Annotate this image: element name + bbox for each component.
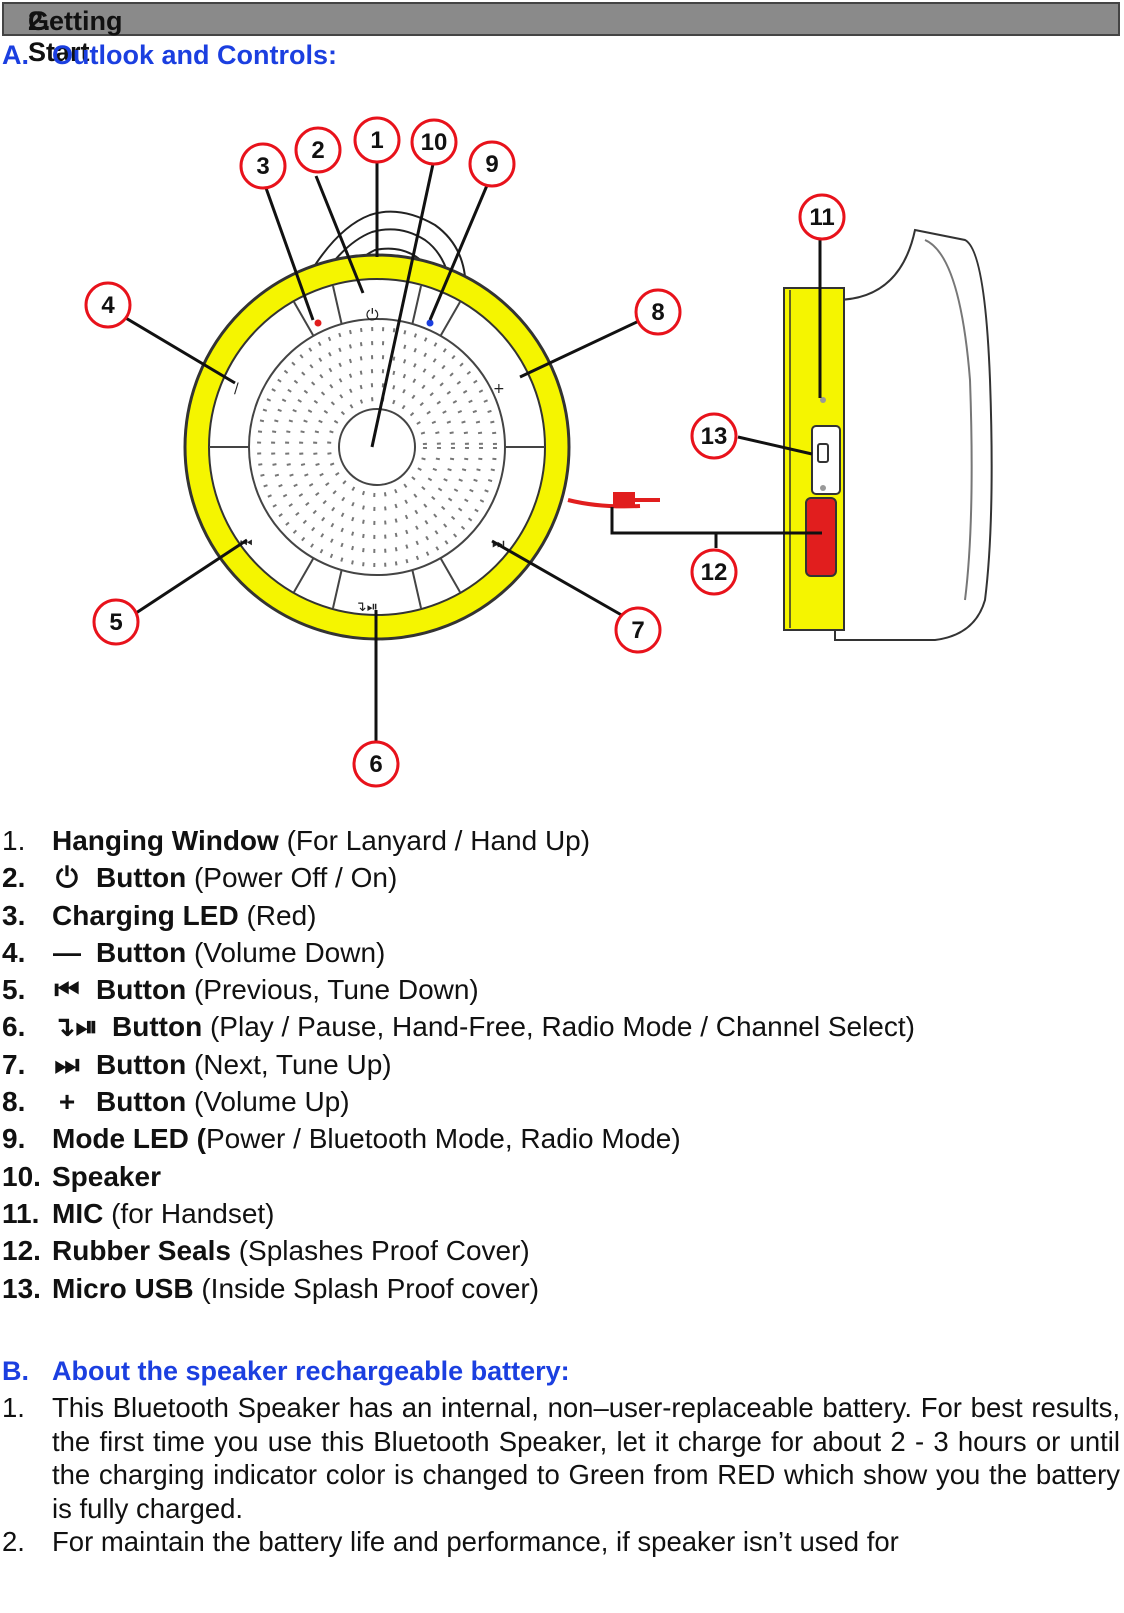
- plus-icon: +: [58, 1086, 76, 1118]
- callout-13: 13: [701, 423, 728, 450]
- battery-notes: 1.This Bluetooth Speaker has an internal…: [2, 1391, 1120, 1559]
- list-item: 2.For maintain the battery life and perf…: [2, 1526, 899, 1557]
- next-icon: ⏭: [54, 1048, 80, 1080]
- mode-led-dot: [426, 319, 434, 327]
- feature-list: 1.Hanging Window (For Lanyard / Hand Up)…: [2, 822, 1102, 1307]
- charging-led-dot: [314, 319, 322, 327]
- rubber-seal-strap: [567, 492, 660, 509]
- callout-numbers: 1 2 3 10 9 4 8 5 7 6 11 13 12: [101, 127, 834, 778]
- callout-circles: [84, 116, 846, 788]
- section-header-bar: 2. Getting Start: [2, 2, 1120, 67]
- callout-4: 4: [101, 292, 115, 319]
- ring-icons: ⏻ / + ⏮ ⏭ ↴⏯: [234, 305, 505, 615]
- micro-usb-port: [817, 443, 829, 463]
- part-a-heading: A.Outlook and Controls:: [2, 40, 337, 70]
- list-item: 7.⏭Button (Next, Tune Up): [2, 1046, 1102, 1083]
- list-item: 12.Rubber Seals (Splashes Proof Cover): [2, 1235, 530, 1267]
- list-item: 5.⏮Button (Previous, Tune Down): [2, 971, 1102, 1008]
- callout-9: 9: [485, 151, 498, 178]
- list-item: 13.Micro USB (Inside Splash Proof cover): [2, 1272, 540, 1304]
- callout-8: 8: [651, 299, 664, 326]
- mic-hole: [820, 397, 826, 403]
- list-item: 10.Speaker: [2, 1160, 161, 1192]
- leader-lines: [118, 163, 822, 746]
- list-item: 6.↴⏯Button (Play / Pause, Hand-Free, Rad…: [2, 1008, 1102, 1045]
- speaker-diagram: ⏻ / + ⏮ ⏭ ↴⏯: [84, 116, 993, 788]
- callout-7: 7: [631, 617, 644, 644]
- callout-11: 11: [809, 204, 834, 231]
- callout-2: 2: [311, 137, 324, 164]
- list-item: 1.Hanging Window (For Lanyard / Hand Up): [2, 825, 591, 856]
- plus-icon: +: [493, 381, 505, 397]
- power-icon: ⏻: [366, 305, 379, 324]
- section-title: 2. Getting Start: [28, 6, 123, 67]
- rubber-seal: [805, 497, 837, 577]
- callout-5: 5: [109, 609, 122, 636]
- callout-1: 1: [370, 127, 383, 154]
- callout-3: 3: [256, 153, 269, 180]
- callout-6: 6: [369, 751, 382, 778]
- list-item: 1.This Bluetooth Speaker has an internal…: [2, 1392, 1120, 1524]
- play-icon: ↴⏯: [355, 599, 378, 615]
- speaker-side-view: [783, 228, 993, 641]
- prev-icon: ⏮: [240, 536, 253, 552]
- callout-10: 10: [421, 129, 448, 156]
- minus-icon: /: [234, 381, 239, 397]
- button-segments: [209, 285, 545, 609]
- list-item: 9.Mode LED (Power / Bluetooth Mode, Radi…: [2, 1123, 681, 1155]
- part-b-heading: B.About the speaker rechargeable battery…: [2, 1356, 570, 1386]
- list-item: 4.—Button (Volume Down): [2, 934, 1102, 971]
- callout-12: 12: [701, 559, 728, 586]
- list-item: 2.⏻Button (Power Off / On): [2, 859, 1102, 896]
- play-pause-icon: ↴⏯: [52, 1011, 98, 1043]
- previous-icon: ⏮: [54, 974, 80, 1006]
- minus-icon: —: [53, 936, 81, 968]
- list-item: 3.Charging LED (Red): [2, 899, 317, 931]
- speaker-center: [338, 408, 416, 486]
- power-icon: ⏻: [55, 862, 79, 894]
- list-item: 11.MIC (for Handset): [2, 1197, 275, 1229]
- list-item: 8.+Button (Volume Up): [2, 1083, 1102, 1120]
